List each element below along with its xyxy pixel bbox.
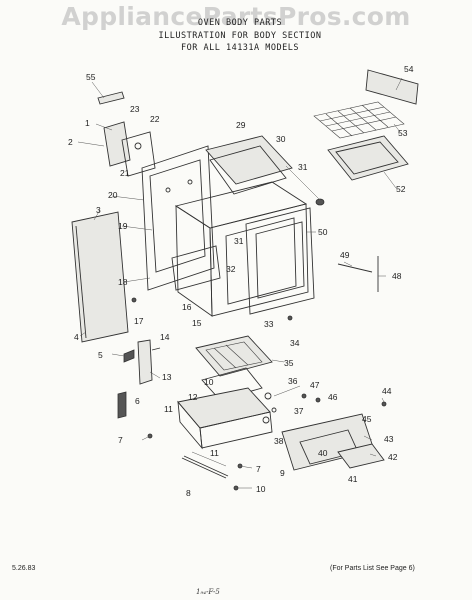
callout-labels: 55 1 2 23 22 21 20 3 19 4 18 16 17 29 30… <box>68 64 414 498</box>
part-8-rod <box>181 455 229 479</box>
callout-50: 50 <box>318 227 328 237</box>
callout-31: 31 <box>298 162 308 172</box>
callout-19: 19 <box>118 221 128 231</box>
callout-38: 38 <box>274 436 284 446</box>
callout-23: 23 <box>130 104 140 114</box>
part-6-handle <box>117 391 127 419</box>
callout-44: 44 <box>382 386 392 396</box>
parts-list-note: (For Parts List See Page 6) <box>330 565 415 572</box>
watermark: AppliancePartsPros.com <box>61 2 411 31</box>
callout-48: 48 <box>392 271 402 281</box>
callout-40: 40 <box>318 448 328 458</box>
callout-3: 3 <box>96 205 101 215</box>
callout-36: 36 <box>288 376 298 386</box>
callout-55: 55 <box>86 72 96 82</box>
part-16-lower-bracket <box>171 245 221 291</box>
callout-46: 46 <box>328 392 338 402</box>
part-50-front-frame <box>245 207 315 315</box>
callout-43: 43 <box>384 434 394 444</box>
callout-20: 20 <box>108 190 118 200</box>
title-line-3: FOR ALL 14131A MODELS <box>181 43 299 53</box>
part-body-cavity <box>174 181 309 317</box>
part-13-hinge <box>123 339 161 385</box>
callout-14: 14 <box>160 332 170 342</box>
callout-2: 2 <box>68 137 73 147</box>
callout-18: 18 <box>118 277 128 287</box>
callout-52: 52 <box>396 184 406 194</box>
title-line-2: ILLUSTRATION FOR BODY SECTION <box>158 31 322 41</box>
callout-13: 13 <box>162 372 172 382</box>
callout-6: 6 <box>135 396 140 406</box>
title-line-1: OVEN BODY PARTS <box>197 18 283 28</box>
callout-53: 53 <box>398 128 408 138</box>
callout-41: 41 <box>348 474 358 484</box>
callout-11: 11 <box>164 404 173 414</box>
part-55-bracket <box>97 91 125 105</box>
callout-1: 1 <box>85 118 90 128</box>
part-52-broil-pan <box>327 135 409 181</box>
callout-16: 16 <box>182 302 192 312</box>
handwritten-code: 1₉₄-F-5 <box>196 588 220 596</box>
callout-17: 17 <box>134 316 144 326</box>
leader-lines <box>77 77 403 489</box>
callout-45: 45 <box>362 414 372 424</box>
revision-date: 5.26.83 <box>12 565 36 572</box>
callout-5: 5 <box>98 350 103 360</box>
callout-49: 49 <box>340 250 350 260</box>
callout-22: 22 <box>150 114 160 124</box>
callout-7: 7 <box>118 435 123 445</box>
callout-54: 54 <box>404 64 414 74</box>
callout-35: 35 <box>284 358 294 368</box>
callout-7b: 7 <box>256 464 261 474</box>
callout-15: 15 <box>192 318 202 328</box>
callout-29: 29 <box>236 120 246 130</box>
callout-9: 9 <box>280 468 285 478</box>
callout-21: 21 <box>120 168 130 178</box>
callout-8: 8 <box>186 488 191 498</box>
part-49-rod <box>337 256 379 292</box>
callout-34: 34 <box>290 338 300 348</box>
callout-31b: 31 <box>234 236 244 246</box>
part-35-burner <box>195 335 273 401</box>
part-53-oven-rack <box>313 69 419 139</box>
callout-4: 4 <box>74 332 79 342</box>
callout-42: 42 <box>388 452 398 462</box>
callout-47: 47 <box>310 380 320 390</box>
part-29-oven-top <box>205 135 293 195</box>
part-3-side-panel <box>71 211 129 343</box>
part-51-knob <box>315 198 325 206</box>
callout-33: 33 <box>264 319 274 329</box>
part-43-oven-door <box>281 413 385 471</box>
callout-30: 30 <box>276 134 286 144</box>
part-12-drawer <box>177 387 273 450</box>
part-20-left-frame <box>141 145 215 291</box>
callout-10b: 10 <box>256 484 266 494</box>
callout-11b: 11 <box>210 448 219 458</box>
callout-10: 10 <box>204 377 214 387</box>
callout-12: 12 <box>188 392 198 402</box>
callout-37: 37 <box>294 406 304 416</box>
part-1-side-bracket <box>103 121 156 177</box>
callout-32: 32 <box>226 264 236 274</box>
